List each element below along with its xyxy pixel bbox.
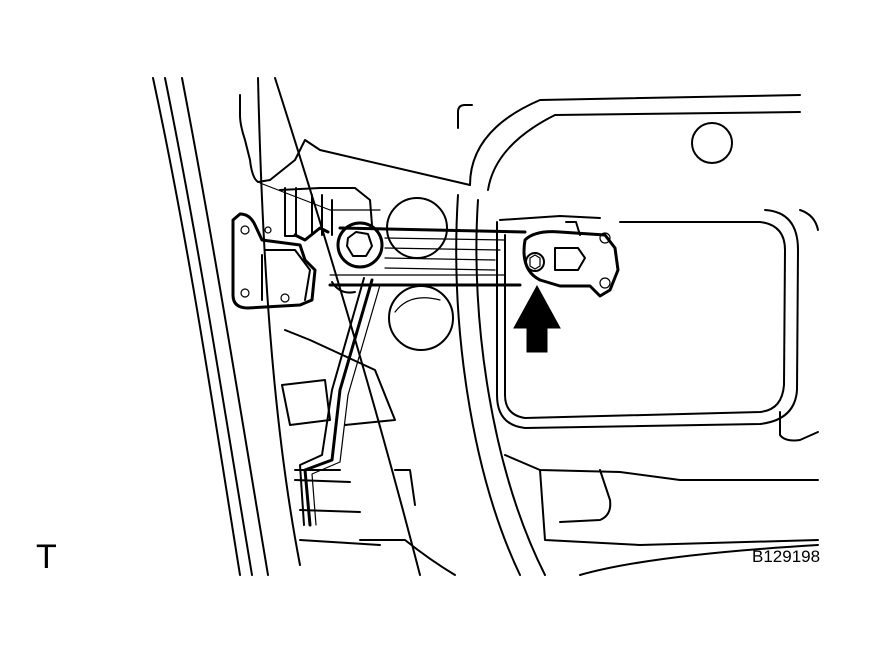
torx-bolt-icon	[525, 252, 545, 272]
rod-wires	[299, 277, 381, 527]
screw-icon	[240, 288, 250, 298]
screw-icon	[264, 226, 272, 234]
corner-code-label: T	[36, 538, 57, 576]
circle-hole-top	[691, 122, 733, 164]
right-edge	[504, 209, 819, 576]
screw-icon	[599, 232, 611, 244]
arrow-up-icon	[513, 284, 561, 353]
hex-nut	[336, 221, 384, 269]
service-hole-outline	[455, 94, 801, 576]
corner-mark	[457, 104, 473, 129]
inner-panel-upper	[239, 94, 471, 211]
figure-id-label: B129198	[752, 547, 821, 566]
lower-panel-details	[281, 329, 456, 576]
screw-icon	[599, 277, 611, 289]
screw-icon	[280, 293, 290, 303]
handle-bracket	[231, 187, 373, 310]
large-hole-lower	[388, 285, 454, 351]
screw-icon	[240, 225, 250, 235]
door-frame-left	[152, 77, 421, 576]
handle-rod	[328, 226, 527, 294]
door-handle-end	[522, 221, 620, 298]
